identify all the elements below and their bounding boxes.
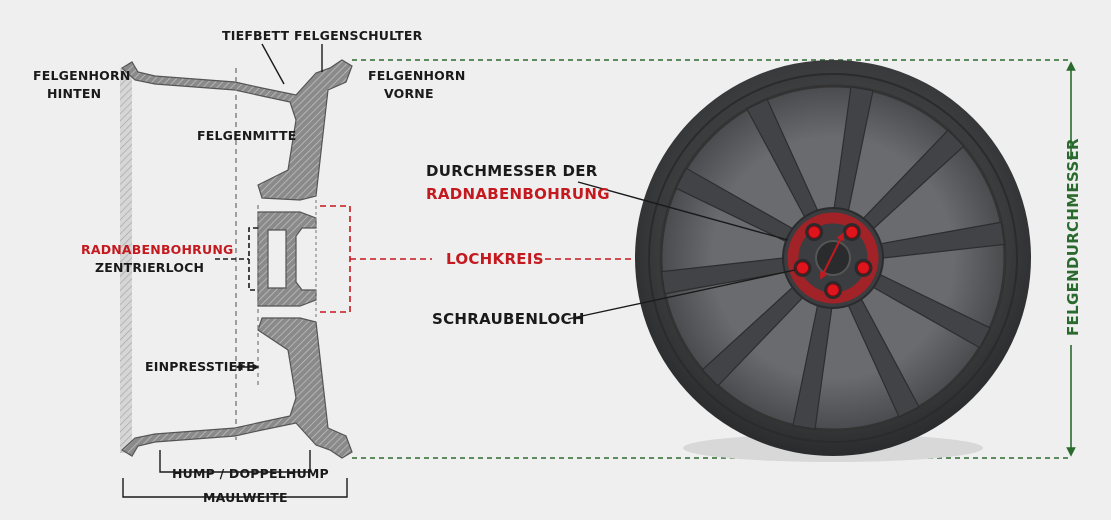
lug-hole: [845, 225, 859, 239]
schraubenloch-leader: [567, 269, 796, 320]
label-schraubenloch: SCHRAUBENLOCH: [432, 310, 585, 328]
label-tiefbett: TIEFBETT: [222, 28, 290, 43]
label-vorne: VORNE: [384, 86, 434, 101]
label-hump: HUMP / DOPPELHUMP: [172, 466, 329, 481]
tiefbett-leader: [261, 43, 285, 85]
hump-bracket: [159, 450, 311, 473]
label-felgenhorn-vorne: FELGENHORN: [368, 68, 465, 83]
label-maulweite: MAULWEITE: [203, 490, 288, 505]
label-lochkreis: LOCHKREIS: [446, 250, 544, 268]
labels: TIEFBETT FELGENSCHULTER FELGENHORN HINTE…: [33, 28, 1082, 505]
lug-hole: [796, 261, 810, 275]
label-durchmesser-der: DURCHMESSER DER: [426, 162, 598, 180]
label-hinten: HINTEN: [47, 86, 101, 101]
felgendurchmesser-guide: [352, 59, 1076, 459]
label-radnabenbohrung-wheel: RADNABENBOHRUNG: [426, 185, 610, 203]
center-bore-arrow: [820, 232, 844, 280]
label-einpresstiefe: EINPRESSTIEFE: [145, 359, 255, 374]
zentrierloch-bracket: [248, 227, 258, 291]
rim-back-flange: [120, 68, 132, 453]
wheel-illustration: [567, 60, 1031, 462]
lug-hole: [807, 225, 821, 239]
maulweite-bracket: [122, 478, 348, 498]
rim-cross-section: [120, 43, 640, 498]
center-bore: [815, 240, 851, 276]
rim-profile-top: [121, 59, 353, 201]
rim-profile-bottom: [121, 317, 353, 459]
lochkreis-bracket: [320, 205, 351, 313]
rim-hub-section: [257, 211, 317, 307]
wheel-spokes: [660, 86, 1006, 430]
durchmesser-leader: [577, 181, 789, 241]
label-felgenmitte: FELGENMITTE: [197, 128, 296, 143]
wheel-lug-holes: [793, 223, 873, 299]
wheel-rim-edge: [648, 73, 1018, 443]
label-felgendurchmesser: FELGENDURCHMESSER: [1064, 138, 1082, 336]
label-felgenhorn-hinten: FELGENHORN: [33, 68, 130, 83]
label-radnabenbohrung: RADNABENBOHRUNG: [81, 242, 233, 257]
lug-hole: [856, 261, 870, 275]
label-zentrierloch: ZENTRIERLOCH: [95, 260, 204, 275]
lug-hole: [826, 283, 840, 297]
label-felgenschulter: FELGENSCHULTER: [294, 28, 423, 43]
wheel-barrel-lip: [659, 84, 1007, 432]
